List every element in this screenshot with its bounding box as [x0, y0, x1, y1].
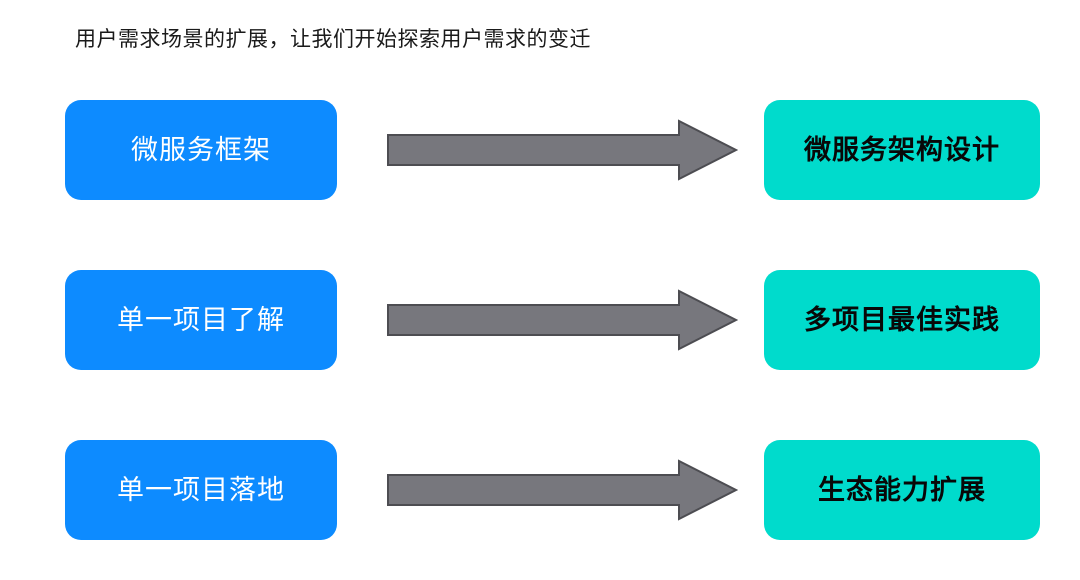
source-box-1[interactable]: 微服务框架	[65, 100, 337, 200]
target-box-1[interactable]: 微服务架构设计	[764, 100, 1040, 200]
source-box-2[interactable]: 单一项目了解	[65, 270, 337, 370]
transition-row: 单一项目了解 多项目最佳实践	[0, 270, 1080, 370]
target-box-3[interactable]: 生态能力扩展	[764, 440, 1040, 540]
page-title: 用户需求场景的扩展，让我们开始探索用户需求的变迁	[75, 28, 591, 51]
source-box-label: 单一项目落地	[117, 474, 285, 505]
target-box-2[interactable]: 多项目最佳实践	[764, 270, 1040, 370]
target-box-label: 生态能力扩展	[818, 474, 986, 505]
right-arrow-icon	[386, 289, 738, 351]
source-box-label: 微服务框架	[131, 134, 271, 165]
right-arrow-icon	[386, 119, 738, 181]
source-box-3[interactable]: 单一项目落地	[65, 440, 337, 540]
right-arrow-icon	[386, 459, 738, 521]
target-box-label: 微服务架构设计	[804, 134, 1000, 165]
transition-row: 单一项目落地 生态能力扩展	[0, 440, 1080, 540]
target-box-label: 多项目最佳实践	[804, 304, 1000, 335]
transition-row: 微服务框架 微服务架构设计	[0, 100, 1080, 200]
source-box-label: 单一项目了解	[117, 304, 285, 335]
